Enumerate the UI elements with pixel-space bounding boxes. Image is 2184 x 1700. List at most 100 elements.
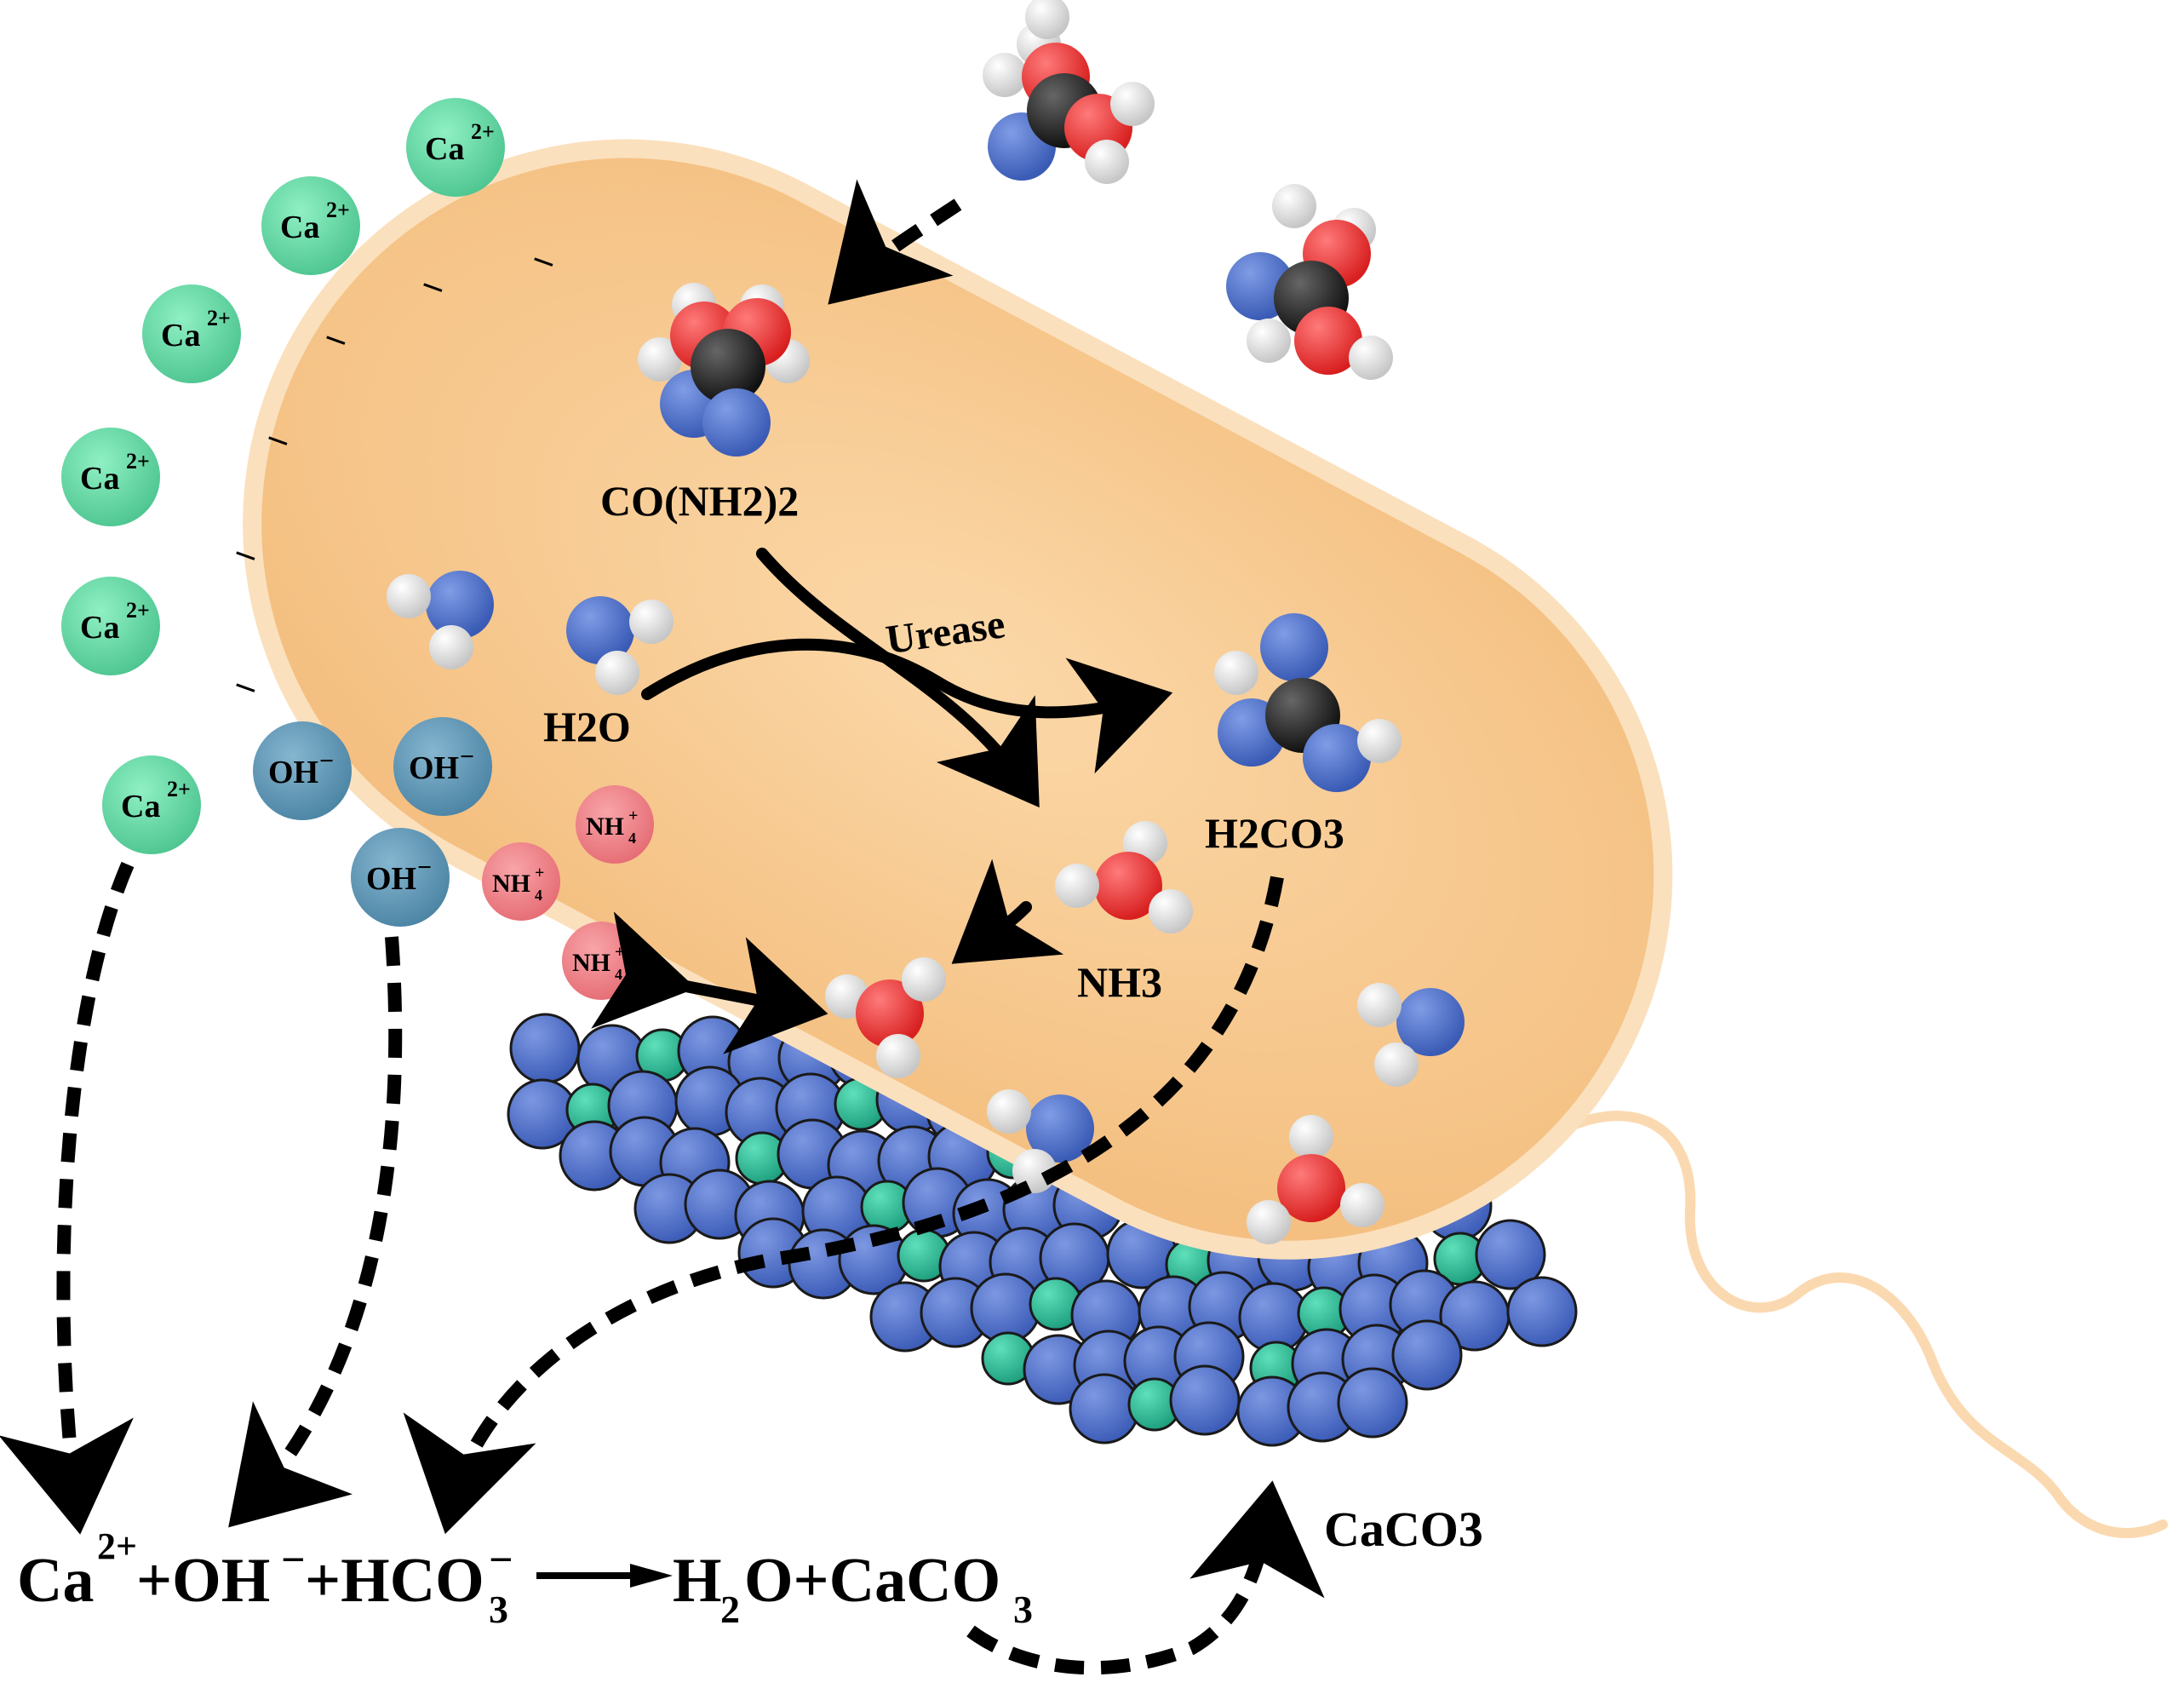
carbonic-acid-to-equation-arrow [403, 876, 1284, 1535]
urea-molecule [638, 283, 810, 457]
svg-text:Ca: Ca [80, 610, 119, 646]
calcium-ion: Ca 2+ [61, 577, 160, 675]
svg-text:−: − [319, 747, 334, 775]
carbonate-atom [509, 1013, 581, 1084]
hydrogen-atom [1110, 82, 1155, 126]
products-to-crystal-arrow [966, 1480, 1325, 1675]
nitrogen-atom [1026, 1094, 1094, 1163]
hydrogen-atom [1247, 319, 1291, 363]
svg-text:OH: OH [409, 750, 459, 786]
svg-text:NH: NH [572, 949, 610, 977]
svg-text:4: 4 [615, 966, 622, 983]
svg-text:2+: 2+ [326, 198, 350, 222]
svg-text:2+: 2+ [207, 306, 231, 330]
hydrogen-atom [1357, 983, 1402, 1027]
hydrogen-atom [902, 957, 946, 1002]
oxygen-atom [1277, 1154, 1345, 1222]
nitrogen-atom [566, 596, 634, 664]
hydrogen-atom [1055, 864, 1099, 908]
ammonia-label: NH3 [1077, 958, 1162, 1006]
equation-ca: Ca [17, 1546, 94, 1616]
equation-hco3-charge: − [489, 1536, 513, 1583]
equation-ca-charge: 2+ [97, 1525, 137, 1567]
carbonic-acid-molecule [1214, 613, 1402, 792]
hydrogen-atom [1272, 184, 1316, 228]
equation-products-rest: O+CaCO [744, 1546, 1000, 1616]
carbonate-atom [1506, 1276, 1578, 1347]
svg-text:Ca: Ca [280, 210, 319, 245]
hydrogen-atom [1289, 1115, 1333, 1159]
svg-text:2+: 2+ [126, 449, 150, 474]
reaction-arrows [591, 548, 1173, 1054]
hydrogen-atom [1374, 1042, 1419, 1087]
hydroxide-to-equation-arrow [228, 936, 403, 1528]
hydroxide-ion: OH− [351, 828, 450, 927]
svg-text:Ca: Ca [161, 318, 200, 353]
labels: CO(NH2)2 Urease H2O H2CO3 NH3 CaCO3 [543, 477, 1483, 1557]
nitrogen-atom [1260, 613, 1328, 681]
carbonate-atom [1337, 1367, 1408, 1439]
molecules [387, 0, 1465, 1244]
svg-text:CO(NH2)2: CO(NH2)2 [600, 477, 799, 525]
hydrogen-atom [595, 651, 639, 695]
hydroxide-ion: OH− [393, 717, 492, 816]
hydroxide-ions: OH− OH− OH− [253, 717, 492, 927]
urea-label: CO(NH2)2 [600, 477, 799, 525]
svg-text:OH: OH [366, 861, 416, 897]
hydrogen-atom [1025, 0, 1069, 39]
svg-text:4: 4 [628, 830, 636, 847]
svg-text:Ca: Ca [121, 789, 160, 824]
water-to-carbonic-acid-arrow [641, 638, 1173, 774]
oxygen-atom [856, 979, 924, 1048]
equation-products-h: H [673, 1546, 722, 1616]
urea-molecule [983, 0, 1155, 184]
equation-hco: +HCO [305, 1546, 484, 1616]
svg-text:+: + [615, 943, 624, 962]
svg-text:+: + [628, 807, 638, 825]
carbon-atom [691, 329, 765, 404]
ammonia-molecule [387, 571, 494, 669]
svg-text:Ca: Ca [80, 461, 119, 497]
oxygen-atom [1294, 307, 1362, 375]
nitrogen-atom [1396, 988, 1465, 1056]
hydrogen-atom [629, 600, 674, 644]
equation-oh-charge: − [281, 1536, 306, 1583]
equation-caco3-sub: 3 [1013, 1588, 1033, 1631]
calcium-ion: Ca 2+ [142, 284, 241, 383]
oxygen-atom [1094, 852, 1162, 920]
svg-text:Ca: Ca [425, 131, 464, 167]
ammonium-ion: NH 4 + [562, 922, 640, 1000]
hydrogen-atom [876, 1034, 920, 1078]
hydrogen-atom [1247, 1200, 1291, 1244]
hydrogen-atom [983, 53, 1027, 97]
svg-text:−: − [460, 743, 474, 771]
equation-hco3-sub: 3 [489, 1588, 508, 1631]
hydrogen-atom [987, 1089, 1031, 1134]
ammonia-molecule [566, 596, 674, 695]
svg-text:OH: OH [268, 755, 318, 790]
equation-arrow [536, 1564, 673, 1588]
svg-text:+: + [535, 864, 544, 882]
calcium-to-equation-arrow [0, 861, 135, 1535]
nitrogen-atom [1303, 724, 1371, 792]
water-molecule [825, 957, 946, 1078]
overall-equation: Ca 2+ +OH − +HCO 3 − H 2 O+CaCO 3 [17, 1525, 1033, 1631]
carbonate-atom [1169, 1364, 1241, 1436]
equation-oh: +OH [136, 1546, 270, 1616]
hydrogen-atom [1340, 1183, 1384, 1227]
hydrogen-atom [1349, 336, 1393, 380]
carbonate-atom [1475, 1219, 1546, 1290]
hydrogen-atom [1214, 651, 1258, 695]
svg-text:2+: 2+ [126, 598, 150, 623]
ammonia-molecule [1055, 821, 1193, 933]
water-label: H2O [543, 703, 631, 750]
equation-h2-sub: 2 [720, 1588, 740, 1631]
hydrogen-atom [1357, 719, 1402, 763]
equilibrium-arrow [591, 911, 828, 1054]
hydrogen-atom [1085, 140, 1129, 184]
